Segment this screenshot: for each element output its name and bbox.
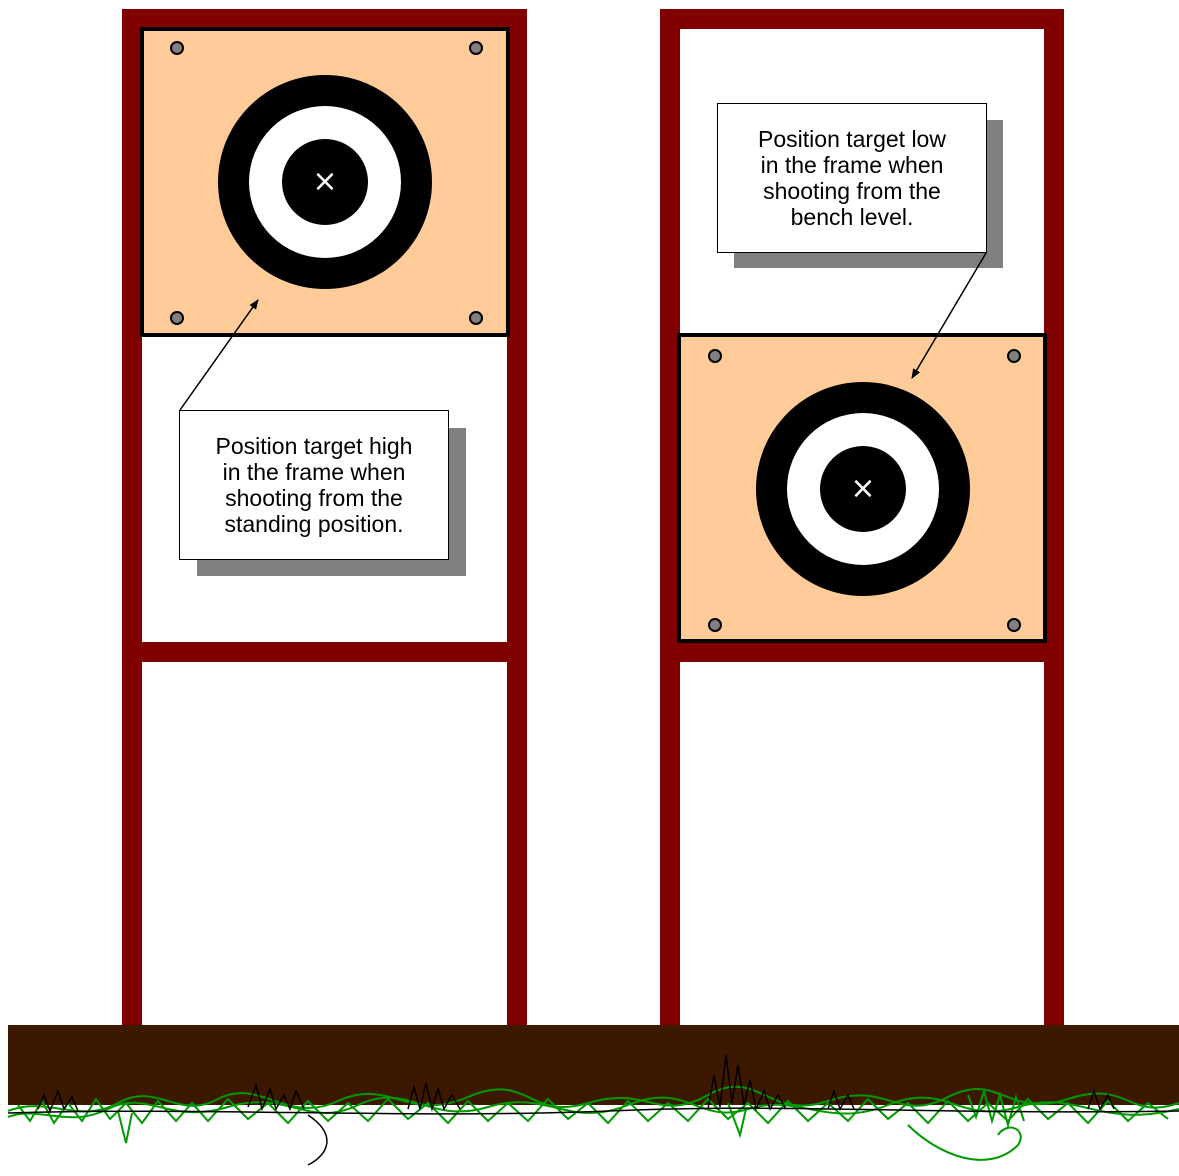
bolt-icon [170,41,184,55]
ground [8,1025,1179,1176]
callout-box: Position target low in the frame when sh… [717,103,987,253]
left-target-board: × [140,27,510,337]
center-x-icon: × [848,474,878,504]
right-frame-middle-rail [660,642,1064,662]
bolt-icon [708,349,722,363]
callout-box: Position target high in the frame when s… [179,410,449,560]
center-x-icon: × [310,167,340,197]
bolt-icon [1007,618,1021,632]
right-target-board: × [677,333,1047,643]
bolt-icon [708,618,722,632]
bolt-icon [1007,349,1021,363]
bolt-icon [469,311,483,325]
bench-callout-text: Position target low in the frame when sh… [758,126,946,230]
bolt-icon [469,41,483,55]
right-frame-right-post [1044,9,1064,1029]
right-frame-top-rail [660,9,1064,29]
bolt-icon [170,311,184,325]
standing-callout-text: Position target high in the frame when s… [216,433,413,537]
